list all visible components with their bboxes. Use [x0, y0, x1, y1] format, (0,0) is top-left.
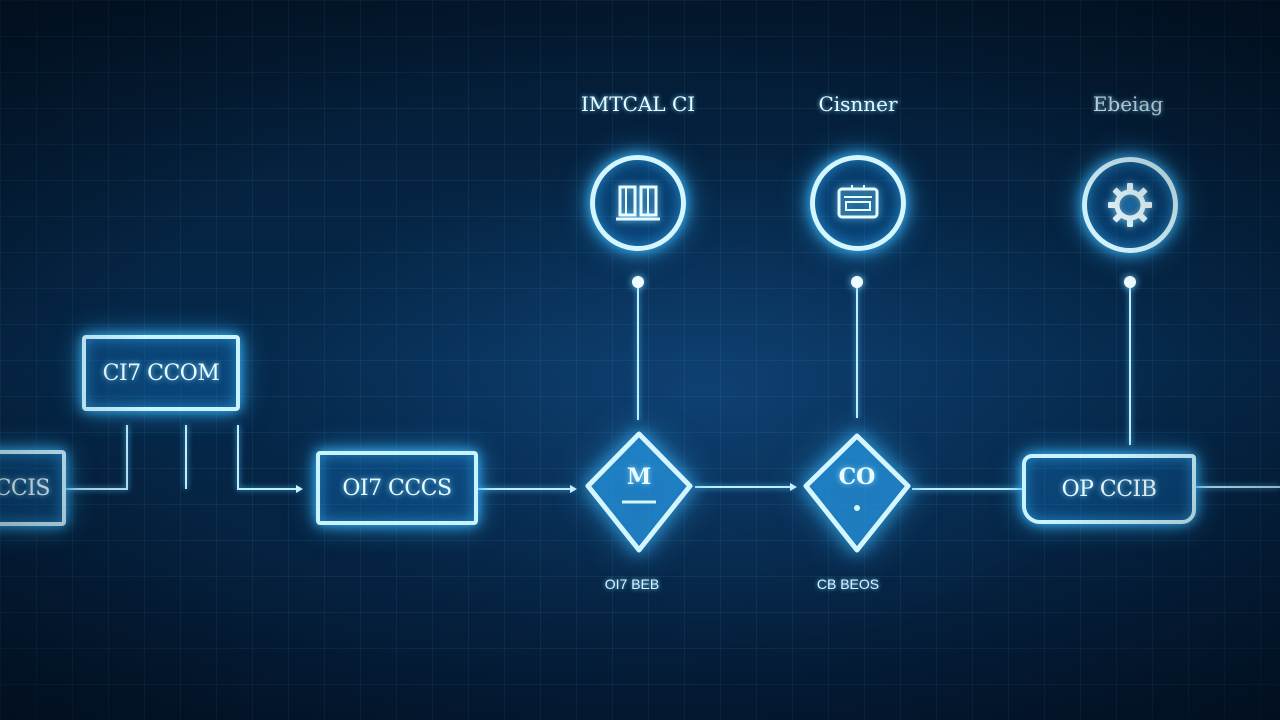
diamond-1-caption: OI7 BEB	[604, 576, 660, 592]
diamond-shape	[585, 431, 693, 553]
node2-circle	[810, 155, 906, 251]
box-left-edge: CCIS	[0, 450, 66, 526]
diamond-shape	[803, 433, 911, 553]
node2-title: Cisnner	[818, 92, 898, 116]
node3-title: Ebeiag	[1092, 92, 1164, 116]
book-icon	[616, 185, 660, 221]
box-left-edge-label: CCIS	[0, 475, 51, 501]
arrowhead-icon	[296, 485, 303, 493]
arrowhead-icon	[570, 485, 577, 493]
diamond-2-caption: CB BEOS	[816, 576, 880, 592]
gear-icon	[1108, 183, 1152, 227]
box-middle-label: OI7 CCCS	[342, 475, 452, 501]
node1-circle	[590, 155, 686, 251]
node2-anchor-dot	[851, 276, 863, 288]
diamond-1-glyph: M	[626, 464, 652, 490]
node1-title: IMTCAL CI	[580, 92, 696, 116]
connector-upper-to-middle	[237, 425, 300, 490]
decision-diamond-1: M	[584, 430, 694, 554]
monitor-icon	[837, 185, 879, 219]
box-right-label: OP CCIB	[1061, 476, 1157, 502]
box-middle: OI7 CCCS	[316, 451, 478, 525]
box-upper: CI7 CCOM	[82, 335, 240, 411]
arrowhead-icon	[790, 483, 797, 491]
connector-left-to-upper	[66, 425, 128, 490]
diamond-2-glyph: CO	[838, 464, 876, 490]
node3-anchor-dot	[1124, 276, 1136, 288]
decision-diamond-2: CO	[802, 430, 912, 554]
node1-anchor-dot	[632, 276, 644, 288]
box-right: OP CCIB	[1022, 454, 1196, 524]
node3-circle	[1082, 157, 1178, 253]
box-upper-label: CI7 CCOM	[102, 360, 220, 386]
